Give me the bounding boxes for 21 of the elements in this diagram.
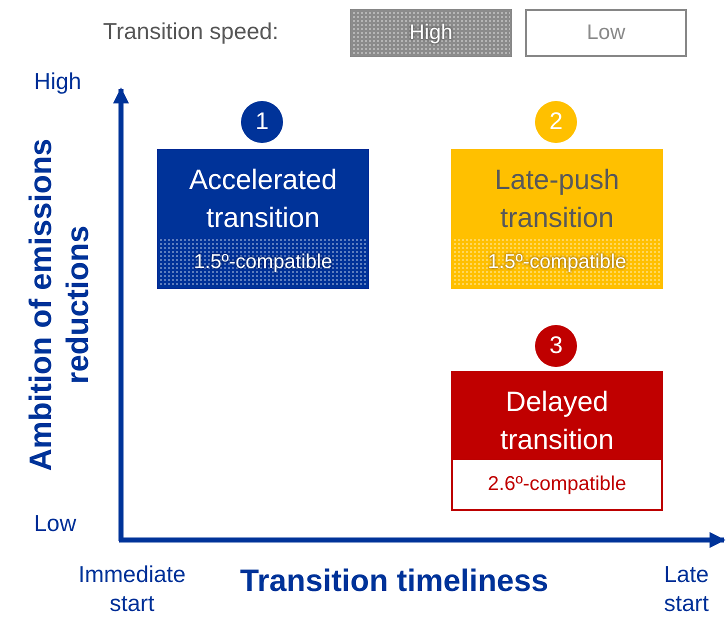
- axis-title: Ambition of emissions reductions: [22, 138, 96, 474]
- compatibility-band: 1.5º-compatible: [159, 238, 367, 287]
- compatibility-band: 2.6º-compatible: [453, 460, 661, 509]
- number-badge: 3: [535, 325, 577, 367]
- card-title: Delayed transition: [499, 385, 615, 457]
- axis-tick-label: Low: [34, 510, 76, 537]
- card-title: Late-push transition: [494, 163, 620, 235]
- scenario-card: [451, 149, 663, 289]
- axis-tick-label: High: [34, 68, 82, 95]
- axis-title: Transition timeliness: [240, 563, 548, 599]
- compatibility-band: 1.5º-compatible: [453, 238, 661, 287]
- legend-title: Transition speed:: [103, 18, 279, 45]
- card-title: Accelerated transition: [188, 163, 338, 235]
- scenario-card: [451, 371, 663, 511]
- axis-tick-label: Immediate start: [77, 560, 187, 618]
- number-badge: 1: [241, 101, 283, 143]
- scenario-card: [157, 149, 369, 289]
- number-badge: 2: [535, 101, 577, 143]
- axis-tick-label: Late start: [664, 560, 710, 618]
- legend-swatch: Low: [525, 9, 687, 57]
- legend-swatch: High: [350, 9, 512, 57]
